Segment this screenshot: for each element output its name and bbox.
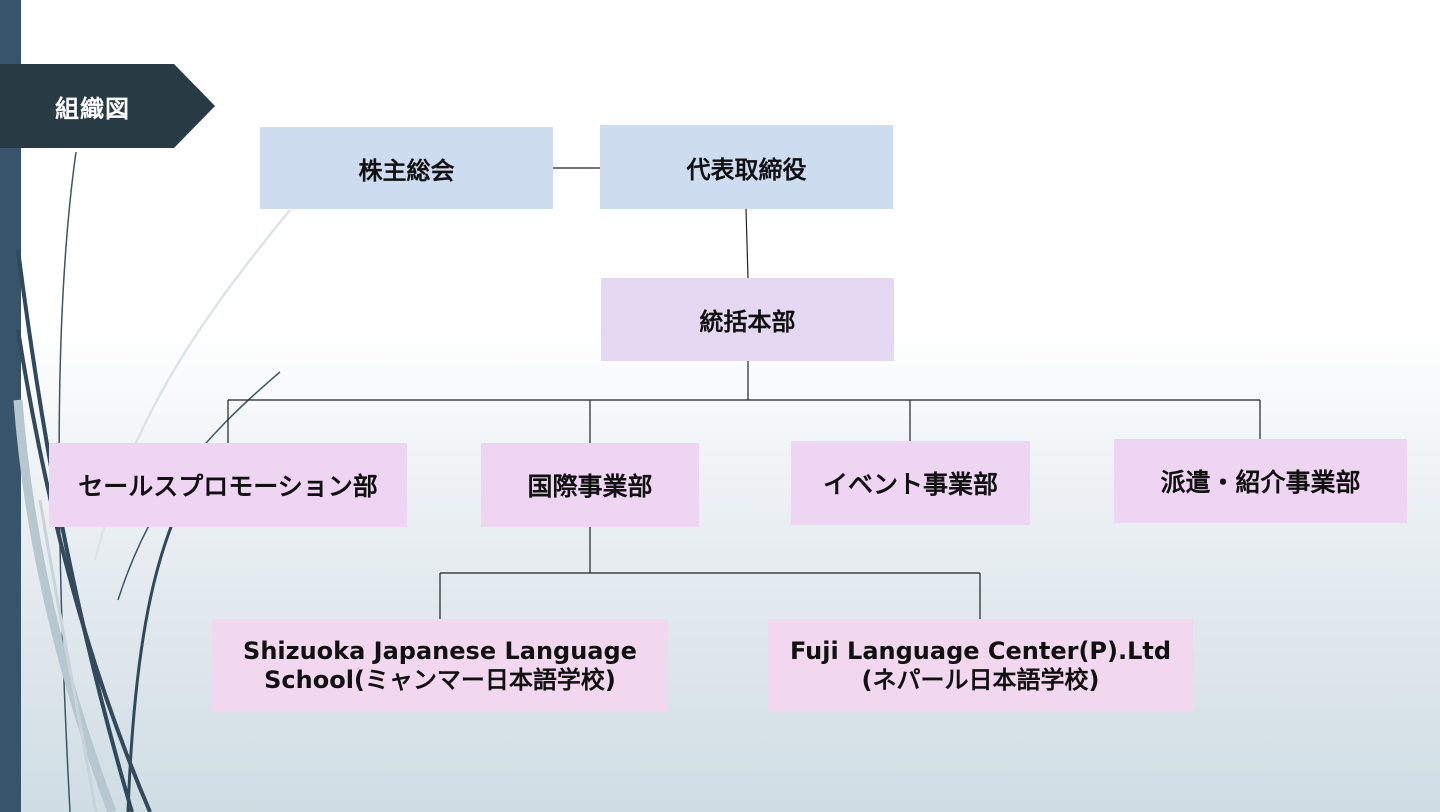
node-school-fuji-line2: (ネパール日本語学校) <box>861 665 1100 694</box>
slide-title: 組織図 <box>0 64 215 148</box>
node-dept-events: イベント事業部 <box>791 441 1030 525</box>
node-dept-staffing: 派遣・紹介事業部 <box>1114 439 1407 523</box>
node-shareholders-label: 株主総会 <box>358 156 455 185</box>
node-dept-international-label: 国際事業部 <box>527 472 653 501</box>
slide-title-text: 組織図 <box>55 94 130 123</box>
node-dept-staffing-label: 派遣・紹介事業部 <box>1160 468 1361 497</box>
node-dept-sales-promotion: セールスプロモーション部 <box>49 443 407 527</box>
node-school-shizuoka-line1: Shizuoka Japanese Language <box>243 636 637 665</box>
node-shareholders: 株主総会 <box>260 127 553 209</box>
node-hq: 統括本部 <box>601 278 894 361</box>
node-dept-international: 国際事業部 <box>481 443 699 527</box>
node-school-shizuoka: Shizuoka Japanese Language School(ミャンマー日… <box>212 619 668 712</box>
node-dept-sales-promotion-label: セールスプロモーション部 <box>78 472 378 501</box>
node-hq-label: 統括本部 <box>699 308 796 336</box>
node-ceo: 代表取締役 <box>600 125 893 209</box>
node-school-fuji: Fuji Language Center(P).Ltd (ネパール日本語学校) <box>768 619 1193 712</box>
node-school-shizuoka-line2: School(ミャンマー日本語学校) <box>264 665 616 694</box>
node-dept-events-label: イベント事業部 <box>822 470 998 499</box>
node-school-fuji-line1: Fuji Language Center(P).Ltd <box>789 636 1172 665</box>
left-accent-bar <box>0 0 21 812</box>
node-ceo-label: 代表取締役 <box>686 155 807 184</box>
